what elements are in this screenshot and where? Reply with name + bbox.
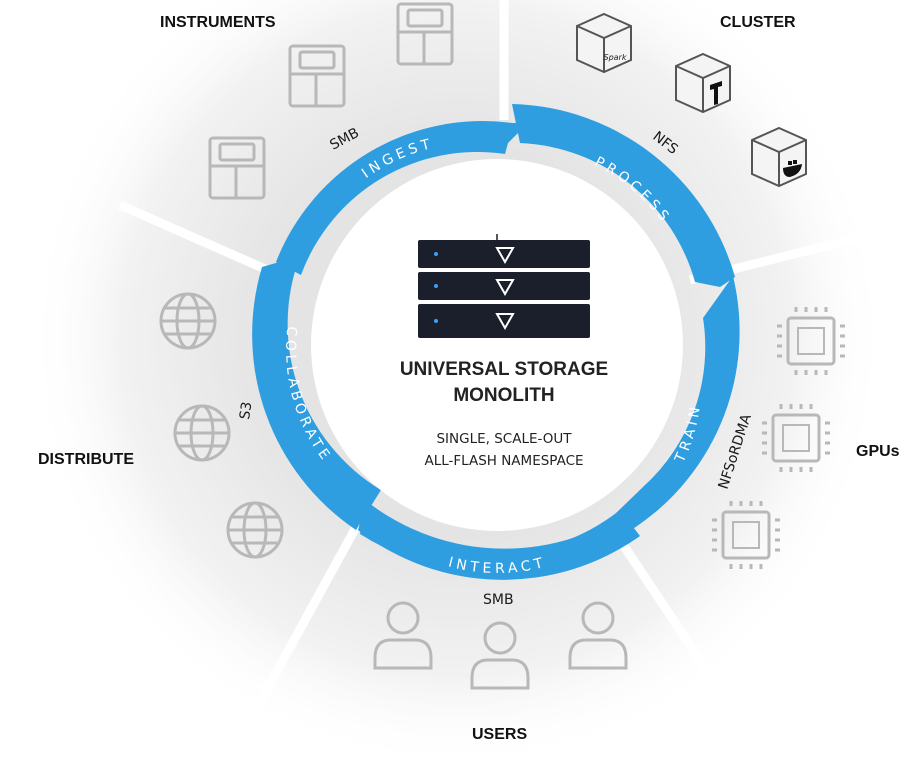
segment-ingest[interactable] [276, 121, 528, 276]
label-instruments: INSTRUMENTS [160, 14, 276, 31]
gpu-chip-icon [762, 404, 830, 472]
docker-cube-icon [751, 126, 807, 188]
globe-icon [173, 404, 231, 462]
server-stack-icon [418, 234, 590, 338]
stage-interact: INTERACT [447, 554, 549, 577]
center-disc [311, 159, 683, 531]
center-title-line1: UNIVERSAL STORAGE [400, 359, 608, 380]
label-gpus: GPUs [856, 443, 900, 460]
user-icon [470, 621, 530, 690]
center-subtitle-line1: SINGLE, SCALE-OUT [436, 431, 572, 447]
globe-icon [159, 292, 217, 350]
globe-icon [226, 501, 284, 559]
gpu-chip-icon [777, 307, 845, 375]
user-icon [568, 601, 628, 670]
instrument-icon [208, 136, 266, 200]
segment-collaborate[interactable] [252, 256, 381, 530]
segment-process[interactable] [512, 104, 735, 287]
protocol-collaborate: S3 [237, 401, 255, 421]
user-icon [373, 601, 433, 670]
gpu-chip-icon [712, 501, 780, 569]
svg-text:Spark: Spark [604, 53, 627, 62]
label-cluster: CLUSTER [720, 14, 796, 31]
segment-interact-body[interactable] [358, 505, 640, 580]
center-subtitle-line2: ALL-FLASH NAMESPACE [424, 453, 583, 469]
segment-train[interactable] [613, 276, 740, 535]
label-users: USERS [472, 726, 527, 743]
spark-cube-icon: Spark [576, 12, 632, 74]
center-title-line2: MONOLITH [453, 385, 554, 406]
label-distribute: DISTRIBUTE [38, 451, 134, 468]
instrument-icon [396, 2, 454, 66]
instrument-icon [288, 44, 346, 108]
tensorflow-cube-icon [675, 52, 731, 114]
protocol-interact: SMB [483, 592, 514, 608]
